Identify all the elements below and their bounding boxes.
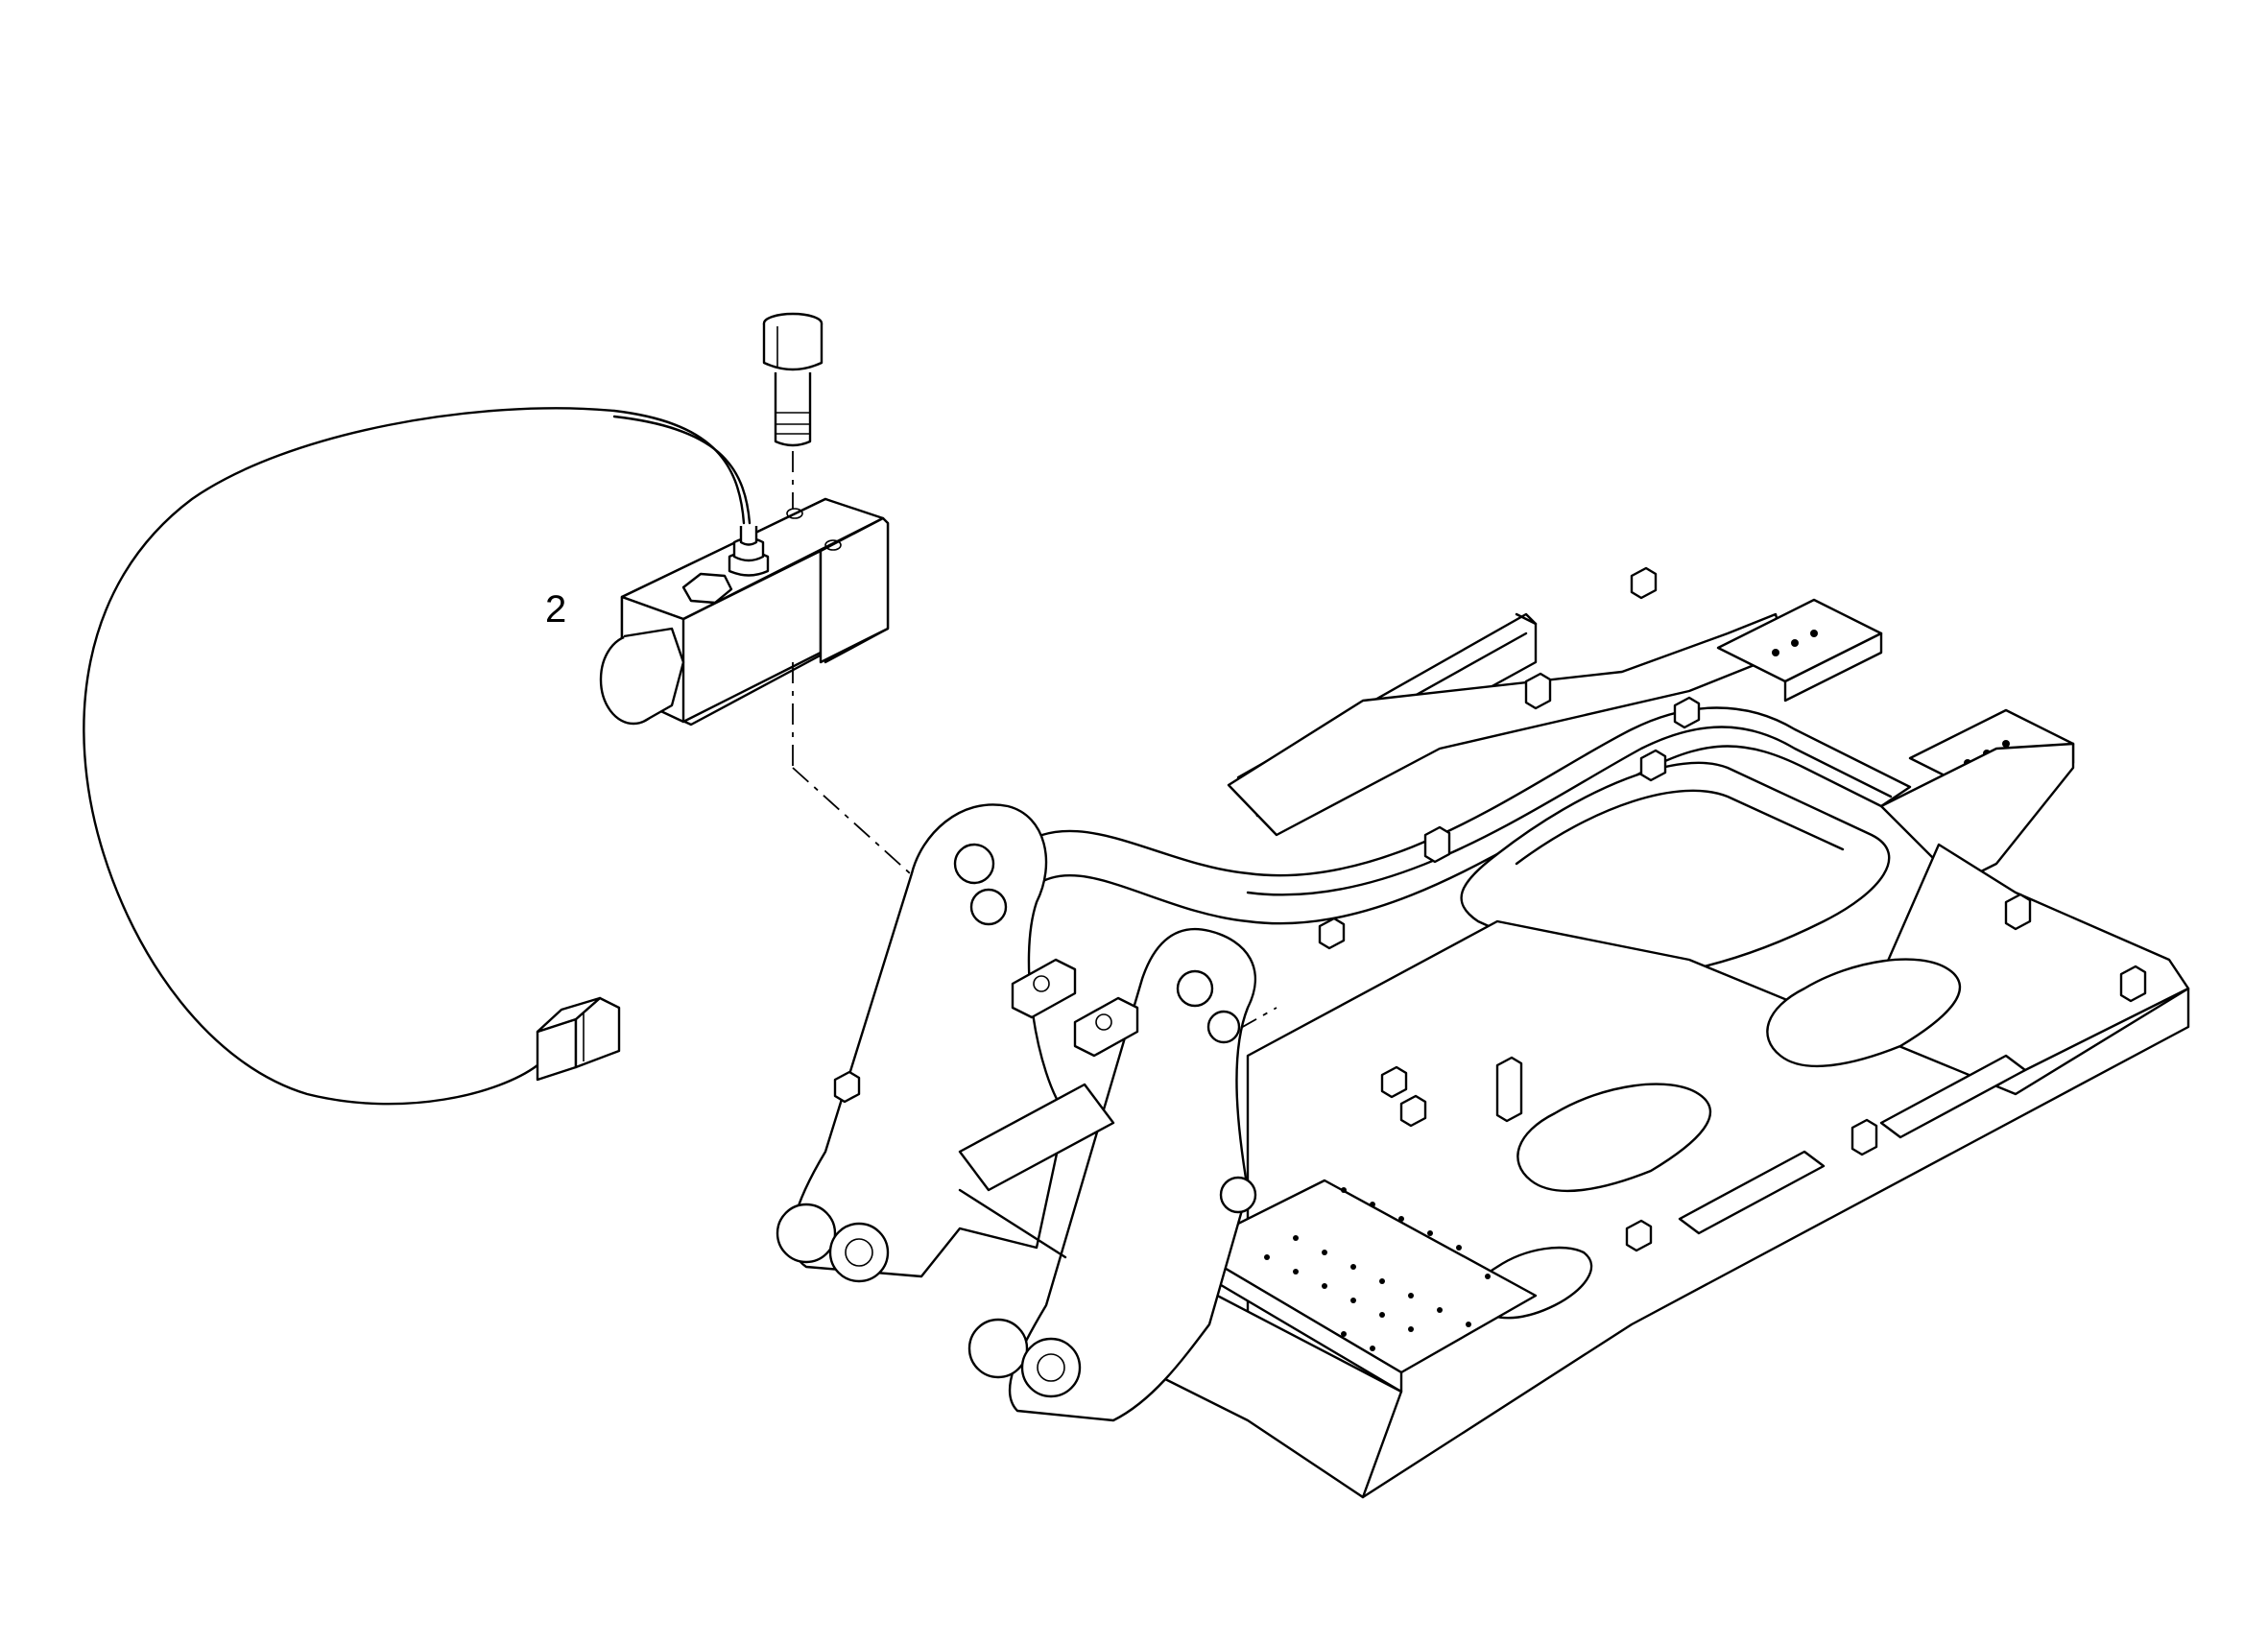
chassis-frame [776,566,2190,1499]
callout-label-2: 2 [545,588,566,631]
floor-plate-holes [1264,1187,1491,1351]
connector-plug [536,996,621,1082]
cap-screw [762,312,824,447]
sensor-block [599,497,890,727]
sensor-cable [83,407,746,1106]
